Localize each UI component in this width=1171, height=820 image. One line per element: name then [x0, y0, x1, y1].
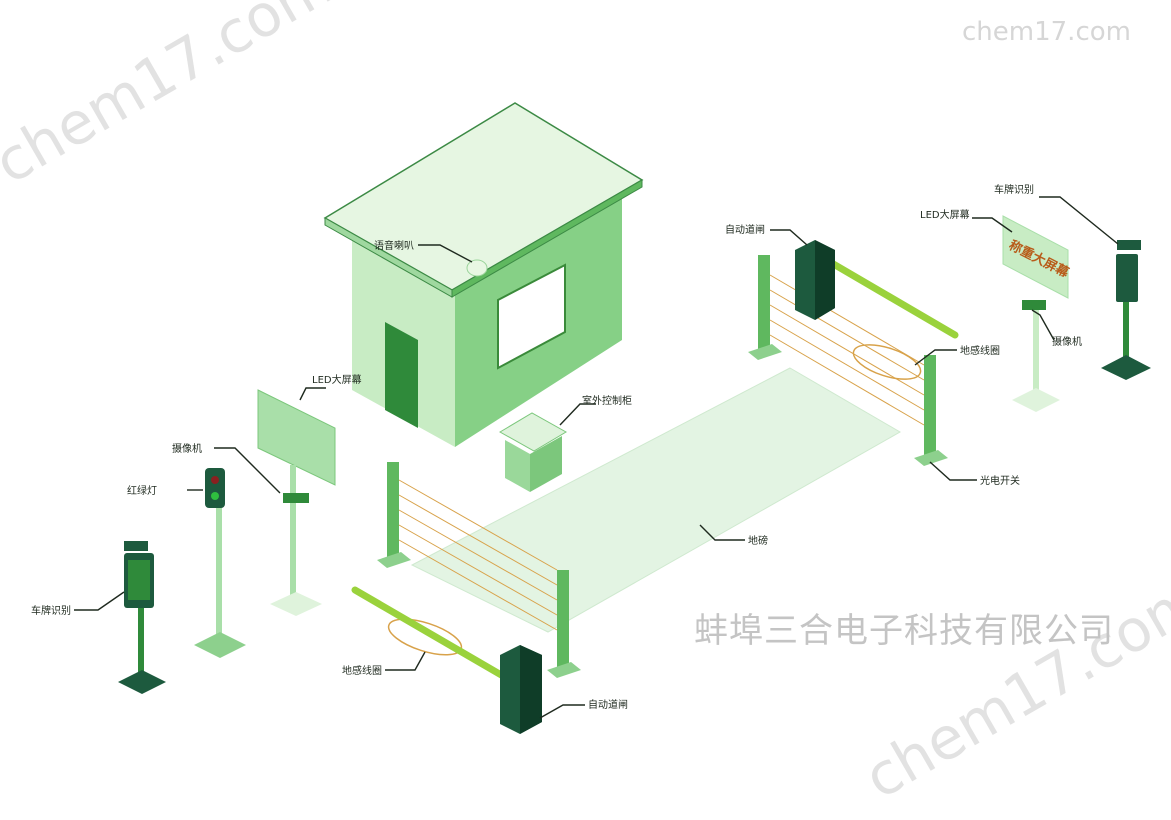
plate-recognition-right: [1101, 240, 1151, 380]
label-camera-left: 摄像机: [172, 442, 202, 455]
company-name: 蚌埠三合电子科技有限公司: [694, 611, 1114, 651]
leader-lines: [74, 196, 1119, 719]
loop-coil-top-icon: [852, 344, 922, 380]
red-light-icon: [211, 476, 219, 484]
guard-booth: [323, 102, 644, 447]
label-plate-recognition-left: 车牌识别: [31, 604, 71, 617]
barrier-gate-bottom: [351, 586, 542, 734]
label-camera-right: 摄像机: [1052, 335, 1082, 348]
label-traffic-light: 红绿灯: [127, 484, 157, 497]
booth-window: [497, 263, 566, 370]
plate-recognition-left: [118, 541, 166, 694]
label-voice-speaker: 语音喇叭: [374, 239, 414, 252]
label-weighbridge: 地磅: [748, 534, 768, 547]
label-barrier-gate-bottom: 自动道闸: [588, 698, 628, 711]
loop-coil-bottom-icon: [387, 618, 463, 656]
camera-right-icon: [1022, 300, 1046, 310]
outdoor-control-cabinet: [498, 412, 568, 492]
label-loop-coil-bottom: 地感线圈: [342, 664, 382, 677]
watermark-diagonal-right: chem17.com: [853, 565, 1171, 812]
watermark-diagonal-left: chem17.com: [0, 0, 343, 197]
led-screen-right: 称重大屏幕: [1002, 215, 1072, 412]
plate-camera-left-icon: [124, 541, 148, 551]
label-photoelectric-switch: 光电开关: [980, 474, 1020, 487]
barrier-gate-top: [795, 240, 959, 339]
weighbridge-platform: [410, 367, 902, 633]
green-light-icon: [211, 492, 219, 500]
camera-left-icon: [283, 493, 309, 503]
led-screen-left: [257, 389, 336, 616]
label-led-screen-right: LED大屏幕: [920, 208, 970, 221]
label-barrier-gate-top: 自动道闸: [725, 223, 765, 236]
voice-speaker-icon: [466, 259, 488, 277]
photoelectric-switch-bottom: [377, 462, 581, 678]
label-loop-coil-top: 地感线圈: [960, 344, 1000, 357]
traffic-light: [194, 468, 246, 658]
label-plate-recognition-right: 车牌识别: [994, 183, 1034, 196]
booth-door: [385, 322, 418, 428]
watermark-top-right: chem17.com: [962, 17, 1131, 47]
plate-camera-right-icon: [1117, 240, 1141, 250]
label-led-screen-left: LED大屏幕: [312, 373, 362, 386]
label-outdoor-cabinet: 室外控制柜: [582, 394, 632, 407]
